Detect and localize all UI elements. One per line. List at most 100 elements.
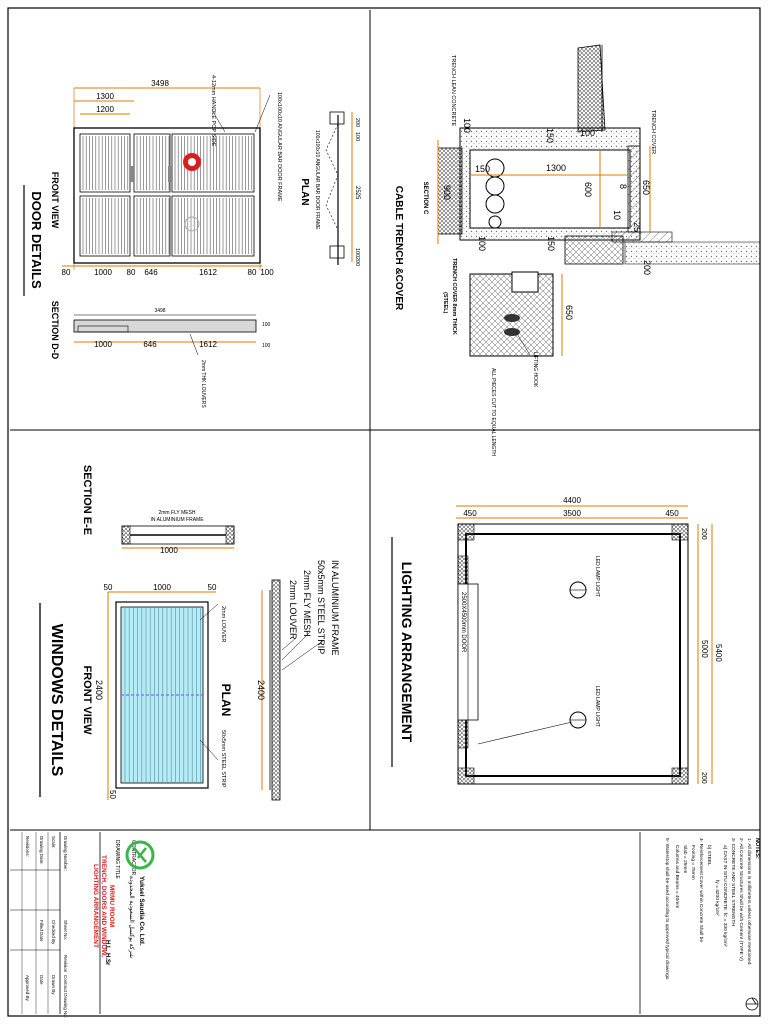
trench-section-label: SECTION C [422, 182, 428, 215]
svg-text:Sheet No.: Sheet No. [63, 920, 68, 940]
trench-cavity [469, 149, 631, 229]
window-plan-notes: IN ALUMINIUM FRAME 50x5mm STEEL STRIP 2m… [281, 560, 340, 671]
trench-dim-600: 600 [583, 182, 593, 197]
svg-text:a) CAST IN SITU CONCRETE: fc': a) CAST IN SITU CONCRETE: fc' = 330 kg/c… [722, 845, 728, 947]
trench-dim-1300: 1300 [546, 163, 566, 173]
svg-text:Filled Date: Filled Date [39, 920, 44, 942]
door-section-label: SECTION D-D [50, 301, 60, 360]
svg-text:3500: 3500 [563, 509, 581, 518]
svg-text:IN ALUMINIUM FRAME: IN ALUMINIUM FRAME [150, 517, 204, 523]
door-plan-swing [325, 123, 339, 246]
company-name-en: Yuksel Saudia Co. Ltd. [138, 876, 145, 946]
svg-text:150: 150 [545, 128, 555, 143]
door-section-dim-1612: 1612 [199, 340, 217, 349]
svg-text:IN ALUMINIUM FRAME: IN ALUMINIUM FRAME [330, 560, 340, 656]
trench-note-pieces: ALL PIECES CUT TO EQUAL LENGTH [490, 368, 496, 456]
trench-cover-sub: (STEEL) [442, 292, 448, 314]
drawing-title-line-3: LIGHTING ARRANGEMENT [92, 864, 99, 948]
svg-text:50x5mm STEEL STRIP: 50x5mm STEEL STRIP [316, 560, 326, 654]
door-handle-left [130, 166, 134, 182]
trench-title: CABLE TRENCH &COVER [393, 186, 404, 311]
door-frame [73, 127, 261, 264]
company-name-ar: شركة يوكسل السعودية المحدودة [128, 876, 135, 958]
trench-dim-8: 8 [618, 184, 628, 189]
lifting-hook-label: LIFTING HOOK [532, 352, 538, 388]
svg-text:200: 200 [642, 260, 652, 275]
door-louvers [82, 136, 253, 254]
lighting-dim-total: 5400 [714, 644, 723, 662]
door-section-dim-1000: 1000 [94, 340, 112, 349]
danger-symbol-outline-icon [184, 216, 200, 232]
door-plan-note-frame: 100x100x10 ANGULAR BAR DOOR FRAME [314, 130, 320, 230]
led-lamp-label-1: LED LAMP LIGHT [594, 556, 600, 597]
cable-trench-panel: CABLE TRENCH &COVER SECTION C [393, 44, 761, 456]
svg-text:646: 646 [144, 268, 158, 277]
window-title: WINDOWS DETAILS [48, 624, 65, 777]
door-dim-overall: 3498 [151, 79, 169, 88]
door-note-frame: 100x100x10 ANGULAR BAR DOOR FRAME [276, 92, 282, 202]
room-door-label: 2500X4500mm DOOR [460, 592, 466, 653]
window-frame [115, 601, 209, 789]
svg-text:Scale:: Scale: [51, 836, 56, 849]
window-fly-mesh-note: 2mm FLY MESH [158, 510, 195, 516]
company-logo-icon [125, 840, 155, 870]
lifting-hook-icon [504, 314, 520, 322]
trench-backfill-top [577, 44, 606, 133]
svg-text:4- Reinforcement Cover within: 4- Reinforcement Cover within Concrete S… [698, 838, 704, 942]
drawing-title-line-1: MRMU ROOM [108, 885, 115, 927]
trench-dim-650: 650 [641, 180, 651, 195]
svg-text:50: 50 [108, 790, 117, 799]
lighting-panel: LIGHTING ARRANGEMENT 4400 450 3500 450 2… [391, 496, 723, 785]
north-arrow-icon [745, 997, 759, 1011]
door-note-louvers: 2mm THK LOUVERS [200, 360, 206, 408]
title-block-table: Drawing Number: Sheet No. Revision Contr… [10, 832, 68, 1018]
door-section-dim-overall: 3498 [154, 308, 165, 314]
svg-text:25: 25 [632, 222, 642, 232]
room-inner-wall [465, 533, 681, 777]
window-section-dim: 1000 [160, 546, 178, 555]
svg-text:Revisions:: Revisions: [25, 836, 30, 857]
door-plan-label: PLAN [299, 178, 310, 205]
svg-text:Date: Date [39, 975, 44, 985]
svg-text:200: 200 [354, 118, 360, 127]
svg-text:450: 450 [463, 509, 477, 518]
notes-title: NOTES: [754, 838, 760, 859]
svg-text:200: 200 [354, 257, 360, 266]
svg-text:2mm LOUVER: 2mm LOUVER [288, 580, 298, 640]
svg-text:450: 450 [665, 509, 679, 518]
svg-text:5- Waterstop shall be used acc: 5- Waterstop shall be used according to … [664, 838, 670, 980]
window-plan-wall [271, 579, 281, 801]
door-dim-1200: 1200 [96, 105, 114, 114]
svg-text:Drawn By: Drawn By [51, 975, 56, 995]
trench-dim-900: 900 [442, 185, 452, 200]
svg-text:100: 100 [262, 322, 271, 328]
door-title: DOOR DETAILS [29, 191, 44, 289]
svg-text:Contract Drawing No.: Contract Drawing No. [63, 975, 68, 1018]
svg-text:Revision: Revision [63, 955, 68, 973]
svg-text:100: 100 [580, 128, 595, 138]
svg-text:fy = 4200 kg/cm²: fy = 4200 kg/cm² [714, 880, 720, 916]
svg-text:Footing = 75mm: Footing = 75mm [690, 845, 696, 880]
trench-cover-label: TRENCH COVER [650, 110, 656, 154]
svg-text:1- All dimensions in millimete: 1- All dimensions in millimeters unless … [746, 838, 752, 966]
door-dim-1300: 1300 [96, 92, 114, 101]
drawing-title-line-2: TRENCH, DOORS AND WINDOW, [100, 855, 107, 957]
drawing-title-label: DRAWING TITLE [114, 840, 120, 880]
window-plan-dim: 2400 [256, 680, 266, 700]
door-section-dim-646: 646 [143, 340, 157, 349]
door-section-bar [73, 319, 257, 333]
svg-text:100: 100 [354, 248, 360, 257]
window-louver-label: 2mm LOUVER [220, 606, 226, 642]
svg-text:150: 150 [546, 236, 556, 251]
initials: H.L. H.Sr [104, 940, 110, 966]
window-front-view-label: FRONT VIEW [81, 665, 93, 735]
window-strip-label: 50x5mm STEEL STRIP [220, 730, 226, 788]
window-section-label: SECTION E-E [81, 465, 93, 535]
trench-cables [485, 158, 505, 229]
svg-text:80: 80 [127, 268, 136, 277]
trench-cover-dim: 650 [564, 305, 574, 320]
svg-text:2525: 2525 [354, 186, 360, 200]
svg-text:1612: 1612 [199, 268, 217, 277]
door-leaf-left [79, 133, 171, 257]
lifting-hook-icon-2 [504, 328, 520, 336]
